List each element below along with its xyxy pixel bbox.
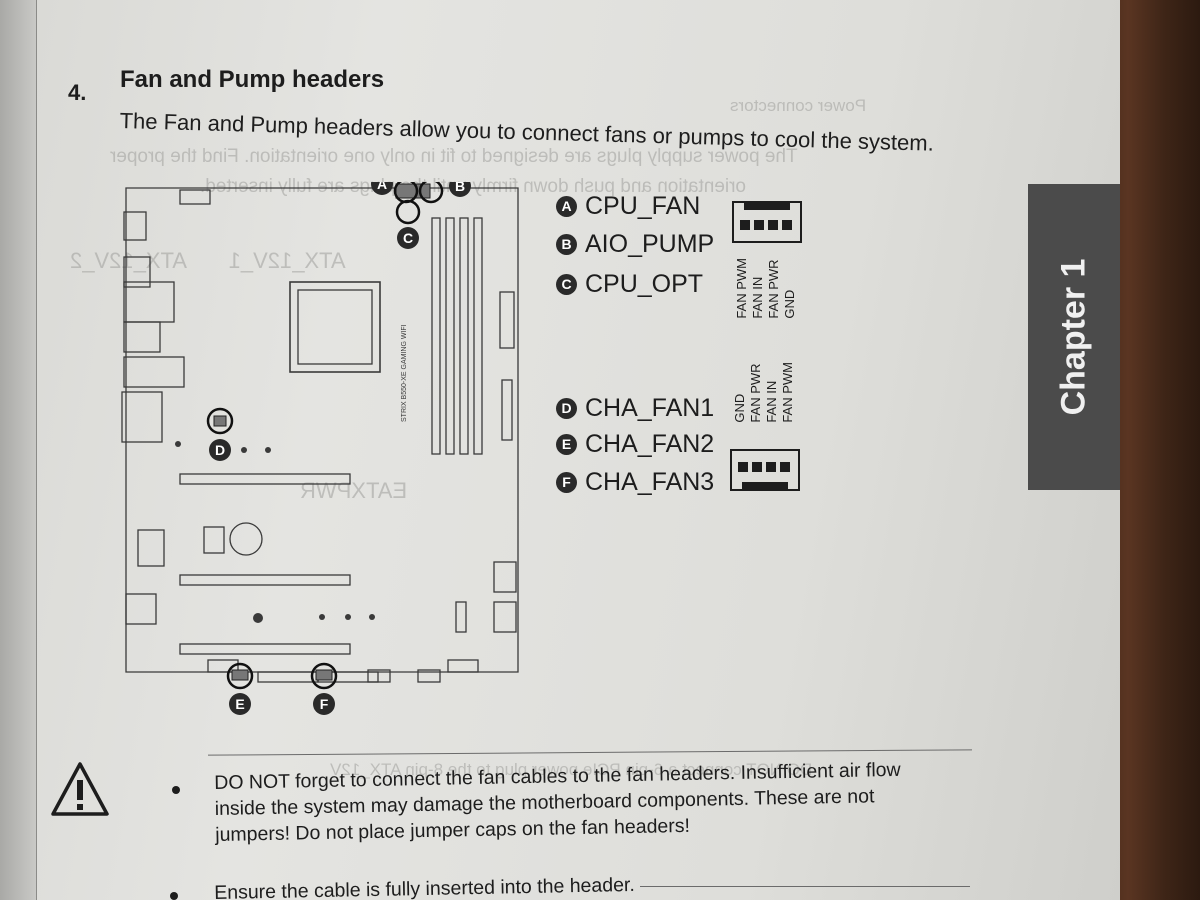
pin-label: GND [782,289,797,319]
manual-page: Power connectors The power supply plugs … [0,0,1120,900]
callout-f-badge [313,693,335,715]
pin-label: FAN IN [750,276,765,319]
note-bottom-rule [640,886,970,887]
callout-b-badge [449,182,471,197]
legend-badge-a: A [556,196,577,217]
legend-badge-f: F [556,472,577,493]
chapter-tab-label: Chapter 1 [1054,258,1093,416]
board-model-label: STRIX B550-XE GAMING WIFI [401,324,408,422]
previous-page-edge [0,0,37,900]
callout-c-text: C [403,230,413,246]
callout-a-text: A [377,182,387,192]
legend-label: CPU_FAN [585,192,701,220]
pinout-top-labels: FAN PWM FAN IN FAN PWR GND [734,258,797,319]
callout-e-text: E [235,696,244,712]
header-d-group [206,407,234,435]
callout-f-text: F [320,696,329,712]
callout-d-text: D [215,442,225,458]
pin-label: FAN PWR [748,363,763,423]
note-2: Ensure the cable is fully inserted into … [214,872,635,900]
callout-c-badge [397,227,419,249]
pin-label: GND [732,393,747,423]
callout-a-badge [371,182,393,195]
legend-label: CHA_FAN3 [585,468,715,496]
legend-badge-b: B [556,234,577,255]
pin-label: FAN PWM [734,258,749,319]
fan-connector-top-diagram [732,201,802,243]
fan-connector-bottom-diagram [730,449,800,491]
pin-label: FAN PWR [766,259,781,319]
legend-item-cha-fan3: F CHA_FAN3 [556,468,714,497]
pin-label: FAN PWM [780,362,795,423]
legend-badge-e: E [556,434,577,455]
note-top-rule [208,749,972,756]
legend-item-aio-pump: B AIO_PUMP [556,230,714,259]
legend-label: CHA_FAN1 [585,394,715,422]
callout-e-badge [229,693,251,715]
note-bullet [170,892,178,900]
legend-label: CPU_OPT [585,270,704,298]
note-bullet [172,786,180,794]
callout-b-text: B [455,182,465,194]
chapter-tab: Chapter 1 [1028,184,1120,490]
callout-d-badge [209,439,231,461]
legend-item-cha-fan2: E CHA_FAN2 [556,430,714,459]
legend-badge-c: C [556,274,577,295]
legend-label: AIO_PUMP [585,230,715,258]
motherboard-diagram: STRIX B550-XE GAMING WIFI A B C [121,182,519,715]
legend-item-cpu-opt: C CPU_OPT [556,270,703,299]
warning-triangle-icon [51,762,109,816]
legend-item-cha-fan1: D CHA_FAN1 [556,394,714,423]
header-a-b-group [393,182,444,225]
pinout-bottom-labels: GND FAN PWR FAN IN FAN PWM [732,362,795,423]
header-e-f-group [226,662,338,690]
legend-item-cpu-fan: A CPU_FAN [556,192,700,221]
section-title: Fan and Pump headers [120,66,385,93]
legend-label: CHA_FAN2 [585,430,715,458]
note-2-line: Ensure the cable is fully inserted into … [214,873,635,900]
section-number: 4. [68,80,87,105]
note-1: DO NOT forget to connect the fan cables … [214,757,902,848]
pin-label: FAN IN [764,380,779,423]
legend-badge-d: D [556,398,577,419]
